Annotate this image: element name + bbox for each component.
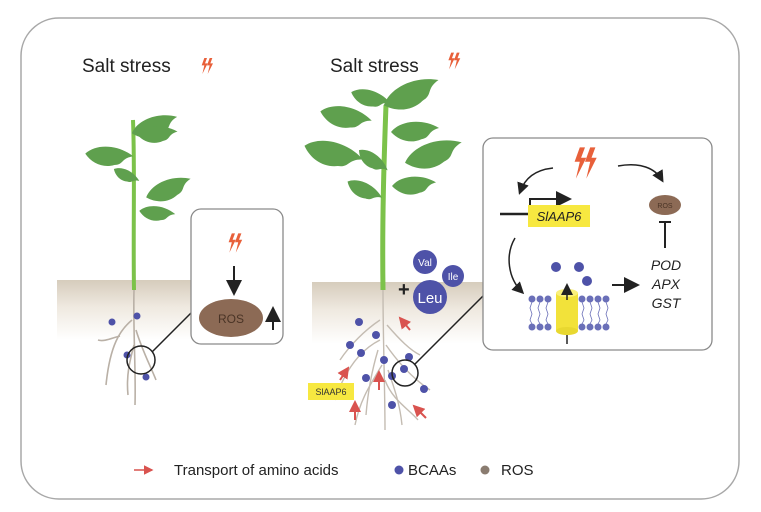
magnify-line (151, 312, 192, 353)
enzyme-apx: APX (651, 276, 681, 292)
enzyme-pod: POD (651, 257, 681, 273)
transported-bcaa-dots (551, 262, 592, 286)
treated-inset-box (482, 137, 713, 351)
stem (131, 119, 136, 291)
magnify-circle (391, 359, 419, 387)
bcaa-dot-icon (394, 465, 404, 475)
legend-transport: Transport of amino acids (174, 462, 339, 479)
bcaa-dots (108, 312, 150, 381)
membrane (528, 295, 610, 331)
ros-dot-icon (480, 465, 490, 475)
root-gene-box (308, 383, 354, 400)
gene-to-transporter-arrow (508, 237, 525, 295)
stem (380, 104, 389, 291)
control-title: Salt stress (82, 56, 171, 77)
val-circle (413, 250, 437, 274)
root-gene-label: SlAAP6 (315, 387, 346, 397)
legend-ros: ROS (501, 462, 534, 479)
treated-panel: Salt stress + Val Ile Leu (300, 52, 713, 431)
gene-box (528, 205, 590, 227)
gene-label: SlAAP6 (537, 209, 583, 224)
ile-label: Ile (448, 272, 459, 283)
ros-label: ROS (657, 203, 673, 210)
magnify-circle (126, 345, 156, 375)
transport-arrows (337, 316, 427, 420)
ros-blob (649, 195, 681, 215)
val-label: Val (418, 258, 432, 269)
magnify-line (414, 295, 484, 365)
legend: Transport of amino acids BCAAs ROS (134, 462, 534, 479)
leu-circle (413, 280, 447, 314)
bcaa-dots (346, 318, 428, 409)
soil-layer (57, 280, 192, 340)
soil-layer (312, 282, 484, 344)
treated-title: Salt stress (330, 56, 419, 77)
leu-label: Leu (417, 290, 442, 307)
legend-bcaas: BCAAs (408, 462, 456, 479)
stress-to-gene-arrow (517, 167, 554, 195)
stress-to-ros-arrow (617, 164, 664, 183)
ros-blob (199, 299, 263, 337)
plus-sign: + (398, 279, 410, 301)
amino-acids: + Val Ile Leu (398, 250, 464, 314)
ros-label: ROS (218, 312, 244, 326)
ile-circle (442, 265, 464, 287)
enzyme-gst: GST (652, 295, 682, 311)
control-panel: Salt stress (57, 56, 284, 406)
